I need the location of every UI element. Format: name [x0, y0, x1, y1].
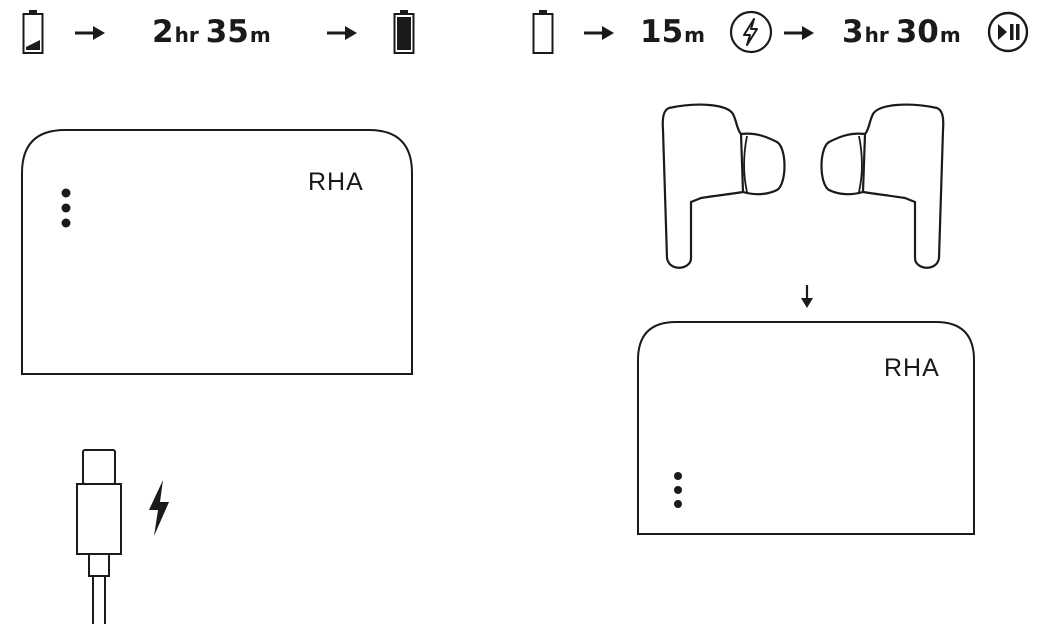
brand-logo: RHA	[308, 168, 364, 196]
charge-time: 2 hr 35 m	[152, 17, 271, 48]
battery-low-icon	[22, 10, 44, 54]
quick-charge-time: 15 m	[640, 17, 705, 48]
charging-case-left: RHA	[20, 128, 414, 378]
playback-hours-unit: hr	[864, 23, 889, 47]
earbud-icon	[820, 103, 945, 269]
arrow-right-icon	[327, 26, 357, 40]
case-outline	[21, 129, 413, 375]
top-left-row: 2 hr 35 m	[0, 0, 430, 70]
play-pause-icon	[987, 11, 1029, 53]
battery-full-icon	[393, 10, 415, 54]
led-dots-icon	[674, 472, 682, 508]
playback-hours: 3	[842, 14, 864, 50]
charge-hours-unit: hr	[174, 23, 199, 47]
led-dots-icon	[61, 188, 71, 228]
usb-c-cable-icon	[76, 449, 122, 624]
quick-charge-unit: m	[684, 23, 705, 47]
playback-time: 3 hr 30 m	[842, 17, 961, 48]
charging-case-right: RHA	[636, 320, 976, 538]
charge-minutes-unit: m	[249, 23, 271, 47]
case-outline	[637, 321, 975, 535]
arrow-down-icon	[801, 285, 813, 308]
playback-minutes: 30	[895, 14, 939, 50]
charge-minutes: 35	[205, 14, 249, 50]
brand-logo: RHA	[884, 354, 940, 382]
battery-empty-icon	[532, 10, 554, 54]
charge-hours: 2	[152, 14, 174, 50]
quick-charge-minutes: 15	[640, 14, 684, 50]
arrow-right-icon	[784, 26, 814, 40]
lightning-icon	[149, 480, 169, 536]
earbud-icon	[661, 103, 786, 269]
arrow-right-icon	[75, 26, 105, 40]
arrow-right-icon	[584, 26, 614, 40]
playback-minutes-unit: m	[939, 23, 961, 47]
top-right-row: 15 m 3 hr 30 m	[520, 0, 1053, 70]
lightning-circle-icon	[729, 10, 773, 54]
